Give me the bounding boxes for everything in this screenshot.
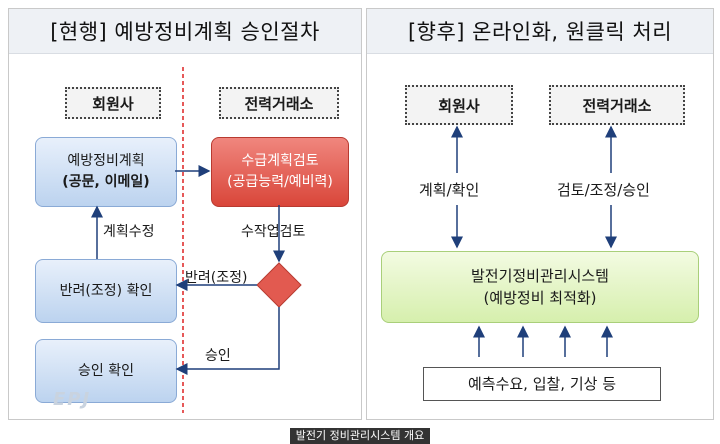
supply-review-subtitle: (공급능력/예비력) bbox=[227, 174, 333, 190]
maintenance-system-box: 발전기정비관리시스템 (예방정비 최적화) bbox=[381, 251, 699, 323]
plan-check-label: 계획/확인 bbox=[419, 181, 480, 199]
supply-review-title: 수급계획검토 bbox=[241, 153, 319, 169]
approve-confirm-box: 승인 확인 bbox=[35, 339, 177, 403]
reject-confirm-box: 반려(조정) 확인 bbox=[35, 259, 177, 323]
future-exchange-label: 전력거래소 bbox=[549, 85, 685, 125]
reject-flow-label: 반려(조정) bbox=[185, 270, 248, 286]
arrow-decision-to-approve bbox=[175, 307, 280, 375]
future-member-label: 회원사 bbox=[405, 85, 513, 125]
future-process-title: [향후] 온라인화, 원클릭 처리 bbox=[367, 9, 713, 54]
current-process-panel: [현행] 예방정비계획 승인절차 회원사 전력거래소 예방정비계획 (공문, 이… bbox=[8, 8, 362, 420]
member-label: 회원사 bbox=[65, 87, 161, 119]
future-process-connectors bbox=[451, 125, 617, 357]
supply-review-box: 수급계획검토 (공급능력/예비력) bbox=[211, 137, 349, 207]
maintenance-system-title: 발전기정비관리시스템 bbox=[470, 266, 609, 285]
plan-box: 예방정비계획 (공문, 이메일) bbox=[35, 137, 177, 207]
approve-flow-label: 승인 bbox=[205, 348, 231, 364]
reject-confirm-label: 반려(조정) 확인 bbox=[59, 282, 153, 299]
current-process-connectors bbox=[91, 67, 302, 413]
input-data-label: 예측수요, 입찰, 기상 등 bbox=[467, 374, 617, 393]
revise-label: 계획수정 bbox=[103, 224, 155, 240]
work-review-label: 수작업검토 bbox=[241, 224, 306, 240]
figure-caption: 발전기 정비관리시스템 개요 bbox=[0, 428, 720, 444]
review-approve-label: 검토/조정/승인 bbox=[557, 181, 650, 199]
figure-caption-text: 발전기 정비관리시스템 개요 bbox=[289, 428, 431, 444]
future-process-panel: [향후] 온라인화, 원클릭 처리 회원사 전력거래소 계획/확인 검토/조정/… bbox=[366, 8, 714, 420]
plan-box-subtitle: (공문, 이메일) bbox=[62, 174, 150, 190]
maintenance-system-subtitle: (예방정비 최적화) bbox=[483, 289, 597, 307]
decision-diamond bbox=[256, 262, 302, 308]
exchange-label: 전력거래소 bbox=[219, 87, 339, 119]
input-data-box: 예측수요, 입찰, 기상 등 bbox=[423, 367, 661, 401]
watermark-logo: EPJ bbox=[53, 389, 92, 410]
approve-confirm-label: 승인 확인 bbox=[78, 362, 134, 379]
plan-box-title: 예방정비계획 bbox=[67, 153, 145, 169]
current-process-title: [현행] 예방정비계획 승인절차 bbox=[9, 9, 361, 54]
